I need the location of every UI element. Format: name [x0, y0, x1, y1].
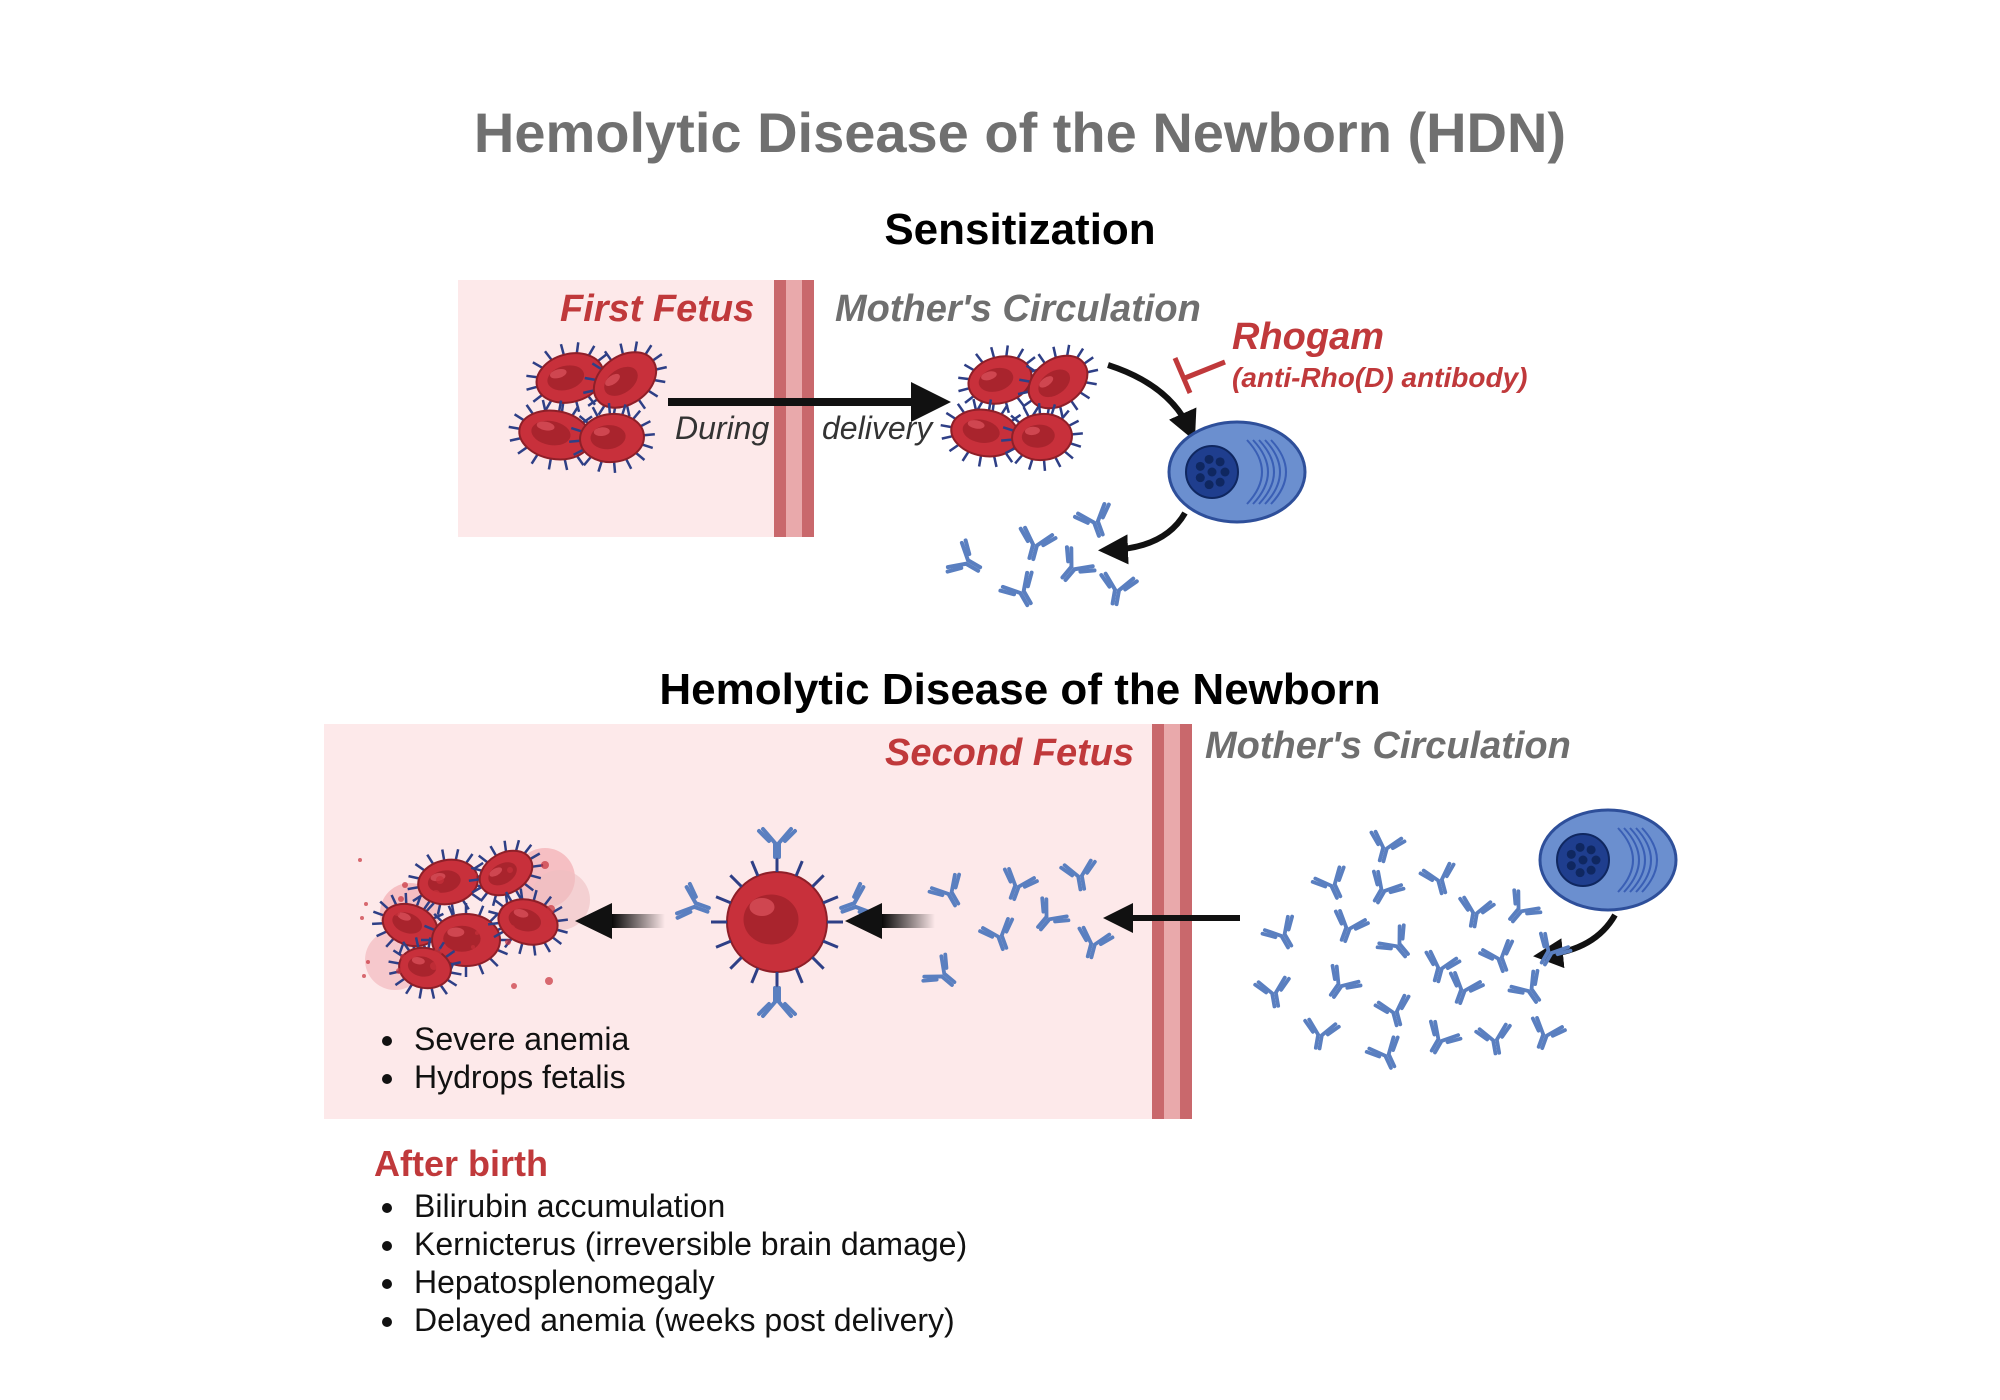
list-item: Severe anemia — [408, 1020, 629, 1058]
antibody-icon — [1375, 923, 1410, 959]
antibody-coated-rbc — [675, 827, 875, 1018]
list-item: Kernicterus (irreversible brain damage) — [408, 1225, 967, 1263]
antibody-icon — [1253, 975, 1291, 1009]
placenta-barrier-2 — [1152, 724, 1192, 1119]
antibody-icon — [1018, 525, 1058, 562]
antibody-icon — [1478, 939, 1515, 974]
red-blood-cell-icon — [421, 903, 511, 977]
antibody-icon — [1260, 914, 1295, 950]
antibody-icon — [1364, 1035, 1400, 1070]
arrow-from-plasma-cell — [1533, 913, 1618, 969]
antibody-group-fetal — [921, 858, 1115, 987]
antibody-icon — [1508, 888, 1543, 924]
antibody-icon — [1458, 895, 1496, 929]
mother-circulation-label-1: Mother's Circulation — [835, 288, 1201, 330]
list-item: Bilirubin accumulation — [408, 1187, 967, 1225]
antibody-icon — [1036, 896, 1071, 932]
antibody-icon — [1507, 968, 1542, 1004]
rhogam-subtitle: (anti-Rho(D) antibody) — [1232, 362, 1528, 393]
red-blood-cell-icon — [1017, 344, 1099, 420]
hdn-heading: Hemolytic Disease of the Newborn — [659, 665, 1381, 714]
antibody-icon — [1418, 861, 1456, 896]
antibody-icon — [927, 872, 962, 908]
antibody-icon — [1072, 502, 1111, 538]
antibody-icon — [1002, 867, 1039, 902]
mother-circulation-label-2: Mother's Circulation — [1205, 725, 1571, 767]
antibody-icon — [1448, 971, 1485, 1006]
antibody-icon — [1530, 1016, 1567, 1051]
antibody-icon — [1428, 1019, 1463, 1055]
sensitization-heading: Sensitization — [884, 205, 1156, 254]
red-blood-cell-icon — [526, 342, 614, 414]
antibody-icon — [1333, 909, 1370, 944]
antibody-icon — [1373, 993, 1411, 1028]
antibody-icon — [1424, 949, 1462, 984]
list-item: Hydrops fetalis — [408, 1058, 629, 1096]
antibody-icon — [757, 827, 797, 859]
after-birth-list: Bilirubin accumulation Kernicterus (irre… — [368, 1187, 967, 1339]
antibody-group-maternal — [1253, 829, 1573, 1070]
first-fetus-label: First Fetus — [560, 288, 755, 330]
antibody-icon — [1059, 858, 1097, 892]
red-blood-cell-icon — [726, 871, 828, 973]
antibody-icon — [1303, 1017, 1341, 1051]
page-title: Hemolytic Disease of the Newborn (HDN) — [473, 101, 1567, 164]
antibody-icon — [757, 986, 797, 1018]
plasma-cell-icon — [1167, 420, 1307, 524]
during-label: During — [675, 410, 770, 446]
arrow-to-lysis — [575, 903, 665, 939]
inhibition-icon — [1172, 357, 1226, 394]
list-item: Delayed anemia (weeks post delivery) — [408, 1301, 967, 1339]
arrow-to-plasma-cell — [1107, 362, 1197, 441]
arrow-to-coated-rbc — [845, 903, 935, 939]
antibody-icon — [1077, 925, 1115, 960]
red-blood-cell-icon — [582, 341, 668, 419]
second-fetus-label: Second Fetus — [885, 732, 1135, 774]
rhogam-label: Rhogam — [1232, 316, 1384, 358]
rbc-cluster-mother — [940, 344, 1099, 471]
antibody-icon — [1099, 571, 1139, 607]
antibody-icon — [1328, 963, 1363, 999]
red-blood-cell-icon — [1001, 403, 1083, 471]
antibody-icon — [998, 570, 1034, 608]
red-blood-cell-icon — [569, 403, 655, 473]
antibody-icon — [921, 952, 957, 987]
antibody-icon — [1060, 545, 1097, 583]
antibody-icon — [978, 917, 1015, 952]
plasma-cell-icon — [1538, 808, 1678, 912]
antibody-icon — [1369, 829, 1407, 864]
antibody-group-sensitization — [945, 502, 1139, 608]
antibody-icon — [675, 881, 711, 920]
red-blood-cell-icon — [487, 888, 569, 956]
antibody-icon — [1474, 1022, 1512, 1056]
rbc-cluster-first-fetus — [508, 341, 668, 473]
antibody-icon — [1538, 931, 1573, 967]
red-blood-cell-icon — [388, 937, 462, 999]
placenta-barrier-1 — [774, 280, 814, 537]
list-item: Hepatosplenomegaly — [408, 1263, 967, 1301]
arrow-to-antibodies — [1098, 511, 1188, 565]
antibody-icon — [1310, 865, 1346, 900]
after-birth-heading: After birth — [374, 1143, 548, 1184]
antibody-icon — [1371, 869, 1406, 905]
red-blood-cell-icon — [508, 399, 602, 471]
hemolyzed-rbc-cluster — [358, 839, 590, 999]
fetal-effects-list: Severe anemia Hydrops fetalis — [368, 1020, 629, 1096]
first-fetus-zone — [458, 280, 780, 537]
delivery-label: delivery — [822, 410, 933, 446]
antibody-icon — [945, 538, 983, 574]
